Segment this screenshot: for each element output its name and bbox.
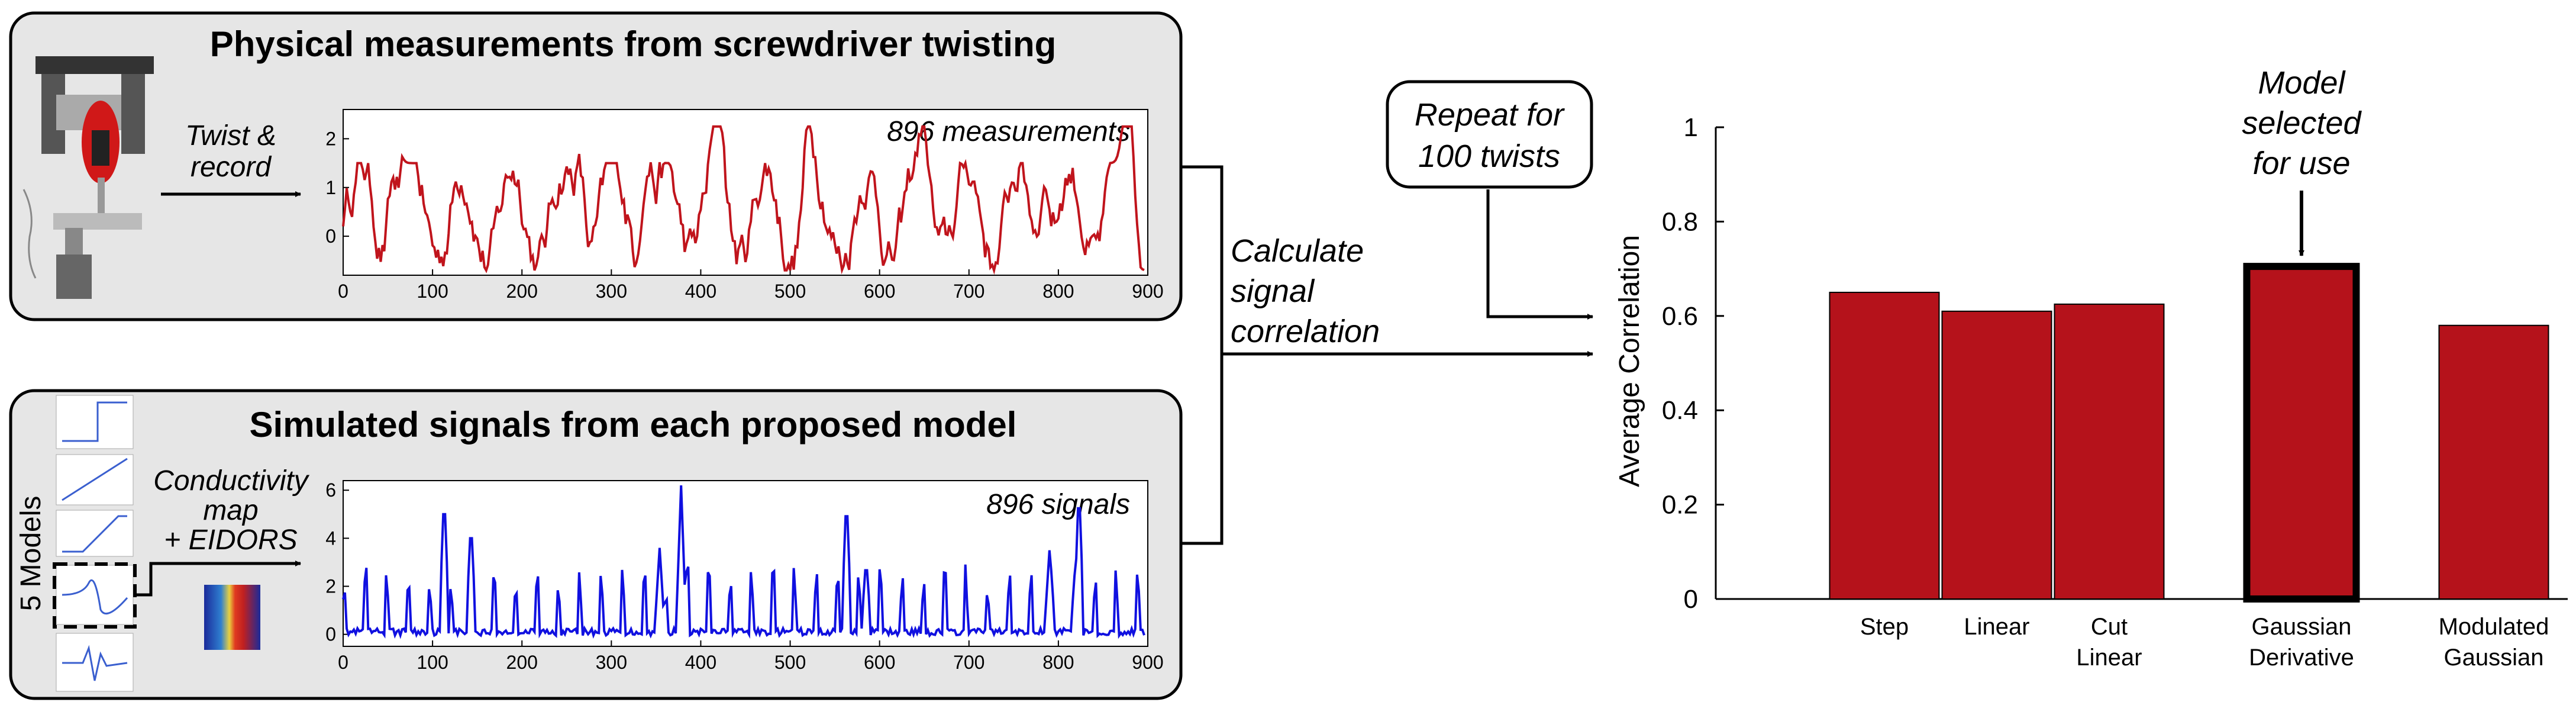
bar-category-label: Modulated: [2439, 614, 2549, 640]
bar-category-label: Linear: [2076, 645, 2142, 671]
measurement-plot-xtick-label: 200: [506, 281, 538, 302]
measurement-plot-xtick-label: 0: [338, 281, 348, 302]
measurement-plot-xtick-label: 800: [1042, 281, 1074, 302]
repeat-arrow: [1486, 189, 1593, 320]
simulated-plot: 896 signals 0 100 200 300 400 500 600 700 800 900…: [325, 479, 1163, 673]
conductivity-label-line2: map: [203, 495, 258, 526]
bar-chart-ytick-label: 0.2: [1662, 491, 1698, 520]
bar: [2054, 303, 2165, 600]
simulated-plot-xtick-label: 200: [506, 652, 538, 673]
measurement-plot-xtick-label: 700: [953, 281, 984, 302]
conductivity-label-line3: + EIDORS: [164, 524, 297, 556]
simulated-plot-ytick-label: 2: [325, 576, 336, 597]
conductivity-arrow: [136, 561, 301, 597]
simulated-plot-ytick-label: 6: [325, 479, 336, 501]
bar-chart-ytick-label: 1: [1684, 113, 1698, 142]
bar: [2438, 324, 2549, 600]
bar-chart-ytick-label: 0.6: [1662, 302, 1698, 331]
model-selected-line3: for use: [2252, 146, 2350, 181]
correlation-label: Calculate signal correlation: [1231, 233, 1380, 349]
bottom-panel: Simulated signals from each proposed mod…: [9, 389, 1183, 700]
measurement-plot-xtick-label: 900: [1132, 281, 1163, 302]
bar-category-label: Linear: [1964, 614, 2029, 640]
top-panel: Physical measurements from screwdriver t…: [9, 11, 1183, 321]
measurement-plot: 896 measurements 0 100 200 300 400 500 600 700 8…: [325, 109, 1164, 302]
simulated-plot-xtick-label: 400: [685, 652, 716, 673]
repeat-box-frame: [1386, 80, 1593, 189]
conductivity-map-image: [204, 585, 260, 650]
top-panel-title: Physical measurements from screwdriver t…: [210, 24, 1057, 64]
bar-category-label: Gaussian: [2444, 645, 2544, 671]
measurement-plot-xtick-label: 100: [417, 281, 448, 302]
signal-count: 896 signals: [986, 489, 1130, 520]
measurement-plot-frame: [343, 109, 1148, 276]
twist-label-line1: Twist &: [185, 120, 276, 152]
simulated-plot-xtick-label: 700: [953, 652, 984, 673]
simulated-plot-xtick-label: 300: [596, 652, 627, 673]
bar: [1941, 310, 2052, 600]
simulated-plot-xtick-label: 800: [1042, 652, 1074, 673]
bar-chart-ylabel: Average Correlation: [1614, 235, 1645, 487]
five-models-label: 5 Models: [15, 496, 47, 611]
measurement-plot-ytick-label: 0: [325, 226, 336, 247]
twist-record-label: Twist & record: [185, 120, 276, 183]
simulated-plot-xtick-label: 900: [1132, 652, 1163, 673]
simulated-plot-xtick-label: 100: [417, 652, 448, 673]
selected-model-dashed-box: [53, 562, 137, 629]
correlation-label-line3: correlation: [1231, 314, 1380, 349]
measurement-series-line: [342, 125, 1145, 275]
repeat-box: Repeat for 100 twists: [1386, 80, 1593, 189]
measurement-plot-xtick-label: 500: [774, 281, 806, 302]
model-selected-line2: selected: [2242, 105, 2362, 141]
measurement-plot-xtick-label: 300: [596, 281, 627, 302]
correlation-label-line1: Calculate: [1231, 233, 1364, 269]
simulated-plot-xtick-label: 0: [338, 652, 348, 673]
simulated-series-line: [342, 485, 1145, 639]
bottom-panel-title: Simulated signals from each proposed mod…: [250, 405, 1017, 445]
measurement-plot-xtick-label: 600: [864, 281, 895, 302]
bar-category-label: Gaussian: [2252, 614, 2352, 640]
simulated-plot-xtick-label: 500: [774, 652, 806, 673]
connector-lines: [1181, 165, 1593, 545]
measurement-plot-xtick-label: 400: [685, 281, 716, 302]
bar-highlighted: [2243, 263, 2360, 603]
measurement-count: 896 measurements: [887, 116, 1130, 147]
simulated-plot-xtick-label: 600: [864, 652, 895, 673]
bar-category-label: Step: [1860, 614, 1909, 640]
conductivity-label: Conductivity map + EIDORS: [153, 465, 309, 556]
bar-chart-ytick-label: 0: [1684, 585, 1698, 614]
panel-bracket-line: [1181, 165, 1224, 545]
repeat-label-line2: 100 twists: [1418, 139, 1560, 174]
simulated-plot-ytick-label: 0: [325, 624, 336, 645]
bar-chart-ytick-label: 0.8: [1662, 207, 1698, 236]
measurement-plot-ytick-label: 2: [325, 128, 336, 149]
bar-category-label: Derivative: [2249, 645, 2354, 671]
repeat-label-line1: Repeat for: [1415, 97, 1565, 133]
measurement-plot-ytick-label: 1: [325, 177, 336, 198]
bar: [1829, 291, 1940, 600]
conductivity-label-line1: Conductivity: [153, 465, 309, 497]
model-selected-line1: Model: [2258, 65, 2346, 101]
model-selected-annotation: Model selected for use: [2242, 65, 2362, 256]
cut-linear-model-thumbnail: [56, 510, 134, 557]
simulated-plot-ytick-label: 4: [325, 527, 336, 549]
bar-category-label: Cut: [2091, 614, 2128, 640]
model-thumbnails: [53, 395, 137, 692]
bar-chart-ytick-label: 0.4: [1662, 396, 1698, 425]
correlation-label-line2: signal: [1231, 273, 1315, 309]
screwdriver-rig-image: [22, 56, 154, 299]
twist-label-line2: record: [191, 152, 272, 183]
step-model-thumbnail: [56, 395, 134, 449]
simulated-plot-frame: [343, 480, 1148, 647]
